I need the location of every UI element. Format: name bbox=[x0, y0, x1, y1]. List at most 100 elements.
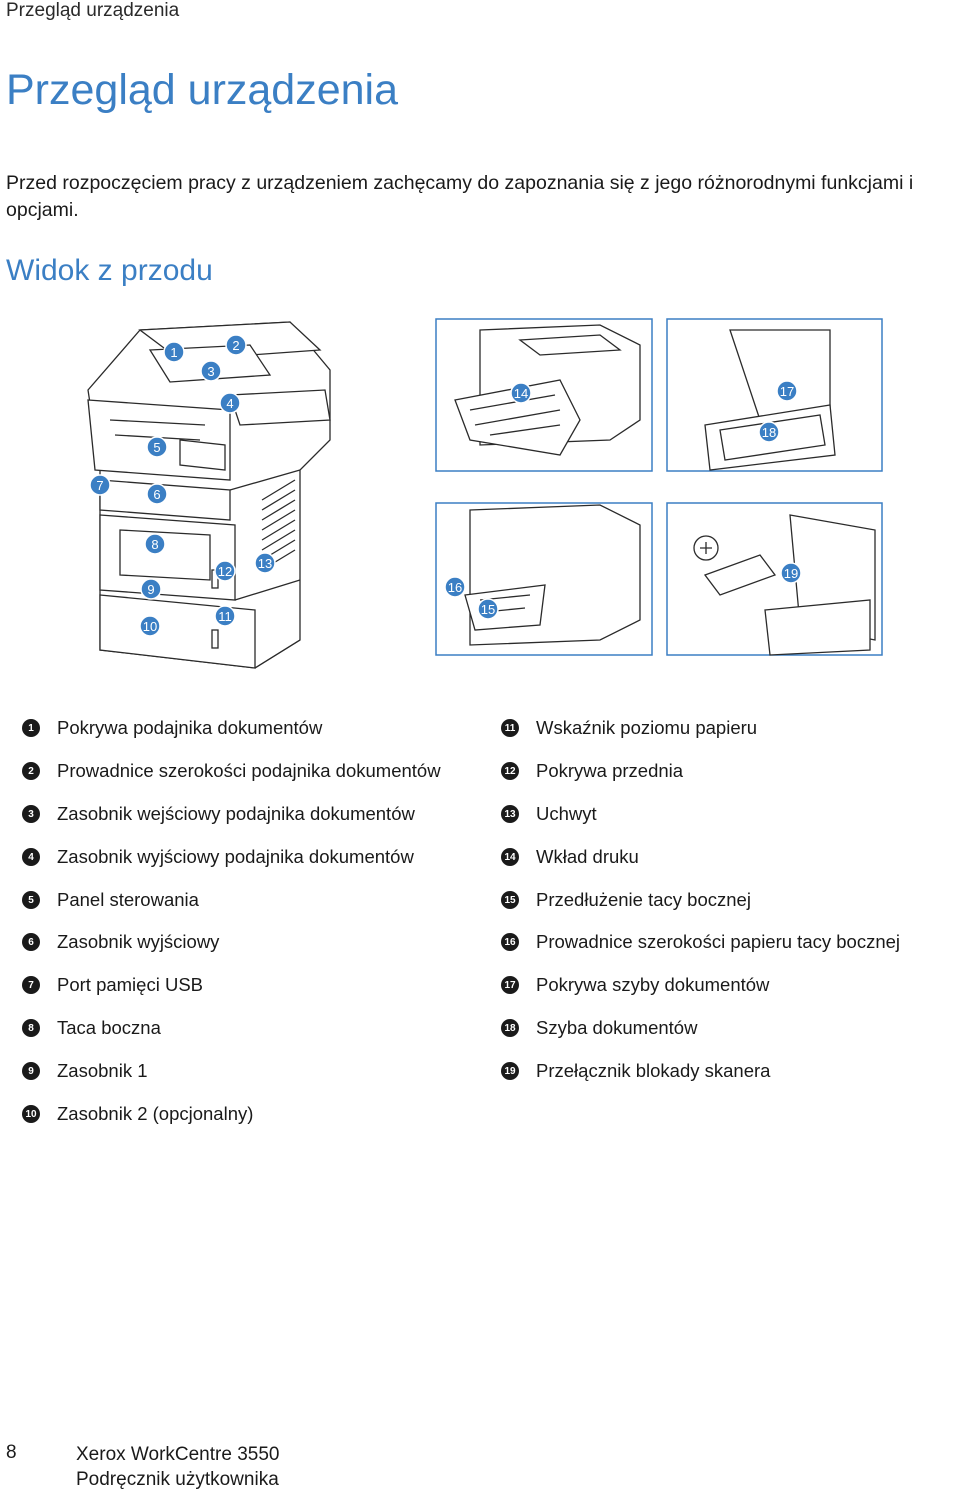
callout-8: 8 bbox=[144, 533, 166, 555]
legend-item: 17 Pokrywa szyby dokumentów bbox=[501, 970, 769, 1000]
svg-text:7: 7 bbox=[96, 478, 103, 493]
legend-number: 4 bbox=[22, 848, 40, 866]
svg-text:14: 14 bbox=[514, 386, 528, 401]
legend-item: 18 Szyba dokumentów bbox=[501, 1013, 697, 1043]
svg-text:13: 13 bbox=[258, 556, 272, 571]
legend-label: Pokrywa szyby dokumentów bbox=[536, 974, 770, 995]
legend-number: 8 bbox=[22, 1019, 40, 1037]
legend-number: 14 bbox=[501, 848, 519, 866]
callout-16: 16 bbox=[444, 576, 466, 598]
scanner-lock-view-drawing bbox=[666, 502, 883, 656]
section-title: Widok z przodu bbox=[6, 254, 213, 287]
callout-19: 19 bbox=[780, 562, 802, 584]
svg-text:18: 18 bbox=[762, 425, 776, 440]
callout-4: 4 bbox=[219, 392, 241, 414]
legend-item: 4 Zasobnik wyjściowy podajnika dokumentów bbox=[22, 842, 414, 872]
svg-text:6: 6 bbox=[153, 487, 160, 502]
callout-14: 14 bbox=[510, 382, 532, 404]
callout-3: 3 bbox=[200, 360, 222, 382]
legend-label: Pokrywa przednia bbox=[536, 760, 684, 781]
svg-text:3: 3 bbox=[207, 364, 214, 379]
legend-number: 3 bbox=[22, 805, 40, 823]
legend-number: 18 bbox=[501, 1019, 519, 1037]
legend-label: Panel sterowania bbox=[57, 889, 199, 910]
legend-item: 14 Wkład druku bbox=[501, 842, 639, 872]
legend-item: 15 Przedłużenie tacy bocznej bbox=[501, 885, 751, 915]
legend-number: 15 bbox=[501, 891, 519, 909]
footer-guide-name: Podręcznik użytkownika bbox=[76, 1469, 279, 1490]
legend-label: Prowadnice szerokości papieru tacy boczn… bbox=[536, 931, 901, 952]
callout-18: 18 bbox=[758, 421, 780, 443]
callout-2: 2 bbox=[225, 334, 247, 356]
footer-product-name: Xerox WorkCentre 3550 bbox=[76, 1444, 280, 1465]
callout-12: 12 bbox=[214, 560, 236, 582]
svg-text:2: 2 bbox=[232, 338, 239, 353]
legend-number: 16 bbox=[501, 933, 519, 951]
footer-page-number: 8 bbox=[6, 1442, 17, 1463]
callout-9: 9 bbox=[140, 578, 162, 600]
legend-label: Zasobnik 1 bbox=[57, 1060, 148, 1081]
callout-10: 10 bbox=[139, 615, 161, 637]
svg-text:5: 5 bbox=[153, 440, 160, 455]
svg-text:1: 1 bbox=[170, 345, 177, 360]
legend-label: Pokrywa podajnika dokumentów bbox=[57, 717, 323, 738]
svg-text:8: 8 bbox=[151, 537, 158, 552]
legend-label: Prowadnice szerokości podajnika dokument… bbox=[57, 760, 441, 781]
glass-view-drawing bbox=[666, 318, 883, 472]
callout-7: 7 bbox=[89, 474, 111, 496]
callout-15: 15 bbox=[477, 598, 499, 620]
legend-label: Zasobnik wyjściowy podajnika dokumentów bbox=[57, 846, 414, 867]
svg-text:12: 12 bbox=[218, 564, 232, 579]
legend-number: 10 bbox=[22, 1105, 40, 1123]
legend-label: Uchwyt bbox=[536, 803, 597, 824]
svg-text:10: 10 bbox=[143, 619, 157, 634]
bypass-tray-view-drawing bbox=[435, 502, 653, 656]
legend-label: Zasobnik wyjściowy bbox=[57, 931, 220, 952]
legend-item: 2 Prowadnice szerokości podajnika dokumen… bbox=[22, 756, 441, 786]
legend-item: 7 Port pamięci USB bbox=[22, 970, 203, 1000]
legend-item: 6 Zasobnik wyjściowy bbox=[22, 927, 219, 957]
callout-5: 5 bbox=[146, 436, 168, 458]
legend-number: 1 bbox=[22, 719, 40, 737]
svg-text:16: 16 bbox=[448, 580, 462, 595]
svg-text:4: 4 bbox=[226, 396, 233, 411]
legend-number: 6 bbox=[22, 933, 40, 951]
legend-number: 11 bbox=[501, 719, 519, 737]
callout-11: 11 bbox=[214, 605, 236, 627]
callout-6: 6 bbox=[146, 483, 168, 505]
callout-13: 13 bbox=[254, 552, 276, 574]
legend-label: Port pamięci USB bbox=[57, 974, 203, 995]
legend-number: 17 bbox=[501, 976, 519, 994]
legend-item: 9 Zasobnik 1 bbox=[22, 1056, 148, 1086]
legend-number: 9 bbox=[22, 1062, 40, 1080]
legend-label: Szyba dokumentów bbox=[536, 1017, 698, 1038]
legend-item: 10 Zasobnik 2 (opcjonalny) bbox=[22, 1099, 253, 1129]
legend-number: 5 bbox=[22, 891, 40, 909]
legend-label: Zasobnik 2 (opcjonalny) bbox=[57, 1103, 254, 1124]
svg-text:17: 17 bbox=[780, 384, 794, 399]
printer-diagram: 1 2 3 4 5 6 7 8 9 10 11 12 13 14 15 16 1… bbox=[87, 318, 883, 669]
legend-label: Taca boczna bbox=[57, 1017, 161, 1038]
legend-label: Wskaźnik poziomu papieru bbox=[536, 717, 758, 738]
device-illustration: 1 2 3 4 5 6 7 8 9 10 11 12 13 14 15 16 1… bbox=[0, 300, 960, 680]
legend-item: 11 Wskaźnik poziomu papieru bbox=[501, 713, 757, 743]
legend-number: 7 bbox=[22, 976, 40, 994]
legend-number: 12 bbox=[501, 762, 519, 780]
legend-item: 12 Pokrywa przednia bbox=[501, 756, 683, 786]
legend-item: 5 Panel sterowania bbox=[22, 885, 199, 915]
legend-number: 19 bbox=[501, 1062, 519, 1080]
legend-number: 2 bbox=[22, 762, 40, 780]
legend-label: Przełącznik blokady skanera bbox=[536, 1060, 771, 1081]
legend-item: 16 Prowadnice szerokości papieru tacy boc… bbox=[501, 927, 900, 957]
legend-label: Przedłużenie tacy bocznej bbox=[536, 889, 751, 910]
footer-product: Xerox WorkCentre 3550 Podręcznik użytkow… bbox=[76, 1442, 279, 1492]
legend-item: 1 Pokrywa podajnika dokumentów bbox=[22, 713, 322, 743]
legend-label: Wkład druku bbox=[536, 846, 639, 867]
intro-paragraph: Przed rozpoczęciem pracy z urządzeniem z… bbox=[6, 172, 914, 221]
cartridge-view-drawing bbox=[435, 318, 653, 472]
svg-text:9: 9 bbox=[147, 582, 154, 597]
callout-1: 1 bbox=[163, 341, 185, 363]
running-header: Przegląd urządzenia bbox=[6, 0, 180, 21]
